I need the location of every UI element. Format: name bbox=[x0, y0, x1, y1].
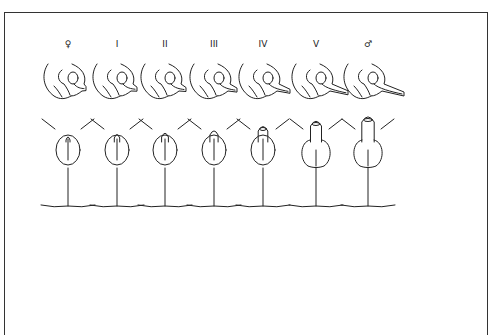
stage-label: V bbox=[313, 40, 319, 49]
frame bbox=[5, 13, 488, 335]
stage-figure bbox=[236, 64, 290, 207]
stage-label: IV bbox=[259, 40, 268, 49]
stage-label: III bbox=[210, 40, 218, 49]
stage-figure bbox=[138, 64, 192, 207]
stage-label: II bbox=[162, 40, 167, 49]
stage-figure bbox=[41, 64, 95, 207]
stage-label: I bbox=[116, 40, 119, 49]
stage-figure bbox=[187, 64, 241, 207]
stage-figure bbox=[289, 64, 348, 207]
stage-label: ♀ bbox=[65, 40, 72, 49]
stage-figure bbox=[341, 64, 404, 207]
stage-figure bbox=[90, 64, 144, 207]
stage-label: ♂ bbox=[364, 40, 372, 49]
stage-drawings bbox=[41, 64, 404, 207]
